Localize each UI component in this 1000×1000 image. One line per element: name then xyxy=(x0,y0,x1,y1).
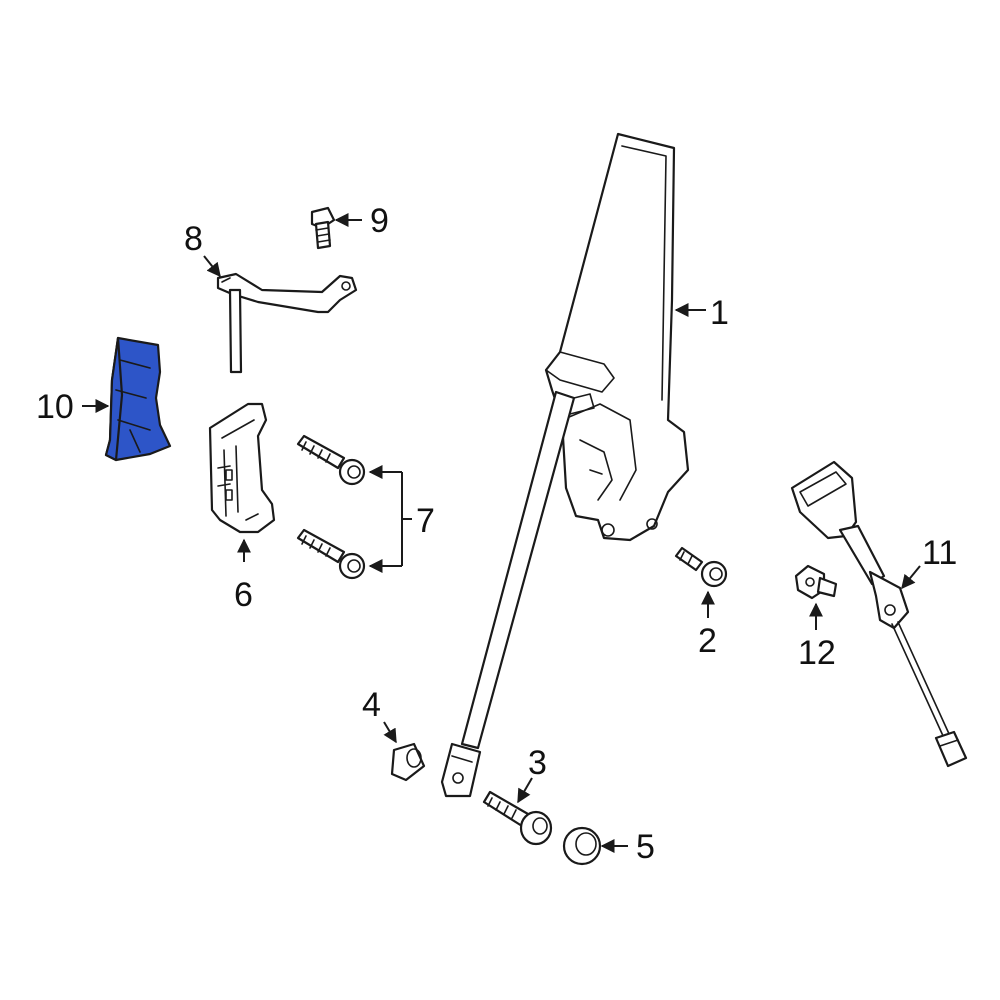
part-7-bolt-lower[interactable] xyxy=(296,528,366,580)
part-1-seat-belt-retractor[interactable] xyxy=(440,132,690,798)
callout-7: 7 xyxy=(416,502,435,540)
part-3-bolt[interactable] xyxy=(482,790,553,846)
part-5-spacer[interactable] xyxy=(562,826,602,866)
callout-9: 9 xyxy=(370,202,389,240)
callout-6: 6 xyxy=(234,576,253,614)
part-11-buckle-assembly[interactable] xyxy=(790,460,968,768)
part-7-bolt-upper[interactable] xyxy=(296,434,366,486)
callout-12: 12 xyxy=(798,634,836,672)
leader-lines xyxy=(82,213,921,853)
part-9-bolt[interactable] xyxy=(310,206,336,250)
callout-10: 10 xyxy=(36,388,74,426)
part-10-highlighted-bracket[interactable] xyxy=(104,336,172,462)
part-4-spacer[interactable] xyxy=(390,742,426,782)
callout-4: 4 xyxy=(362,686,381,724)
callout-2: 2 xyxy=(698,622,717,660)
callout-1: 1 xyxy=(710,294,729,332)
part-8-rod-bracket[interactable] xyxy=(216,272,358,374)
callout-8: 8 xyxy=(184,220,203,258)
callout-3: 3 xyxy=(528,744,547,782)
part-6-mounting-bracket[interactable] xyxy=(208,402,276,534)
part-12-nut[interactable] xyxy=(794,564,838,600)
callout-5: 5 xyxy=(636,828,655,866)
callout-11: 11 xyxy=(922,534,957,572)
part-2-screw[interactable] xyxy=(674,546,728,588)
